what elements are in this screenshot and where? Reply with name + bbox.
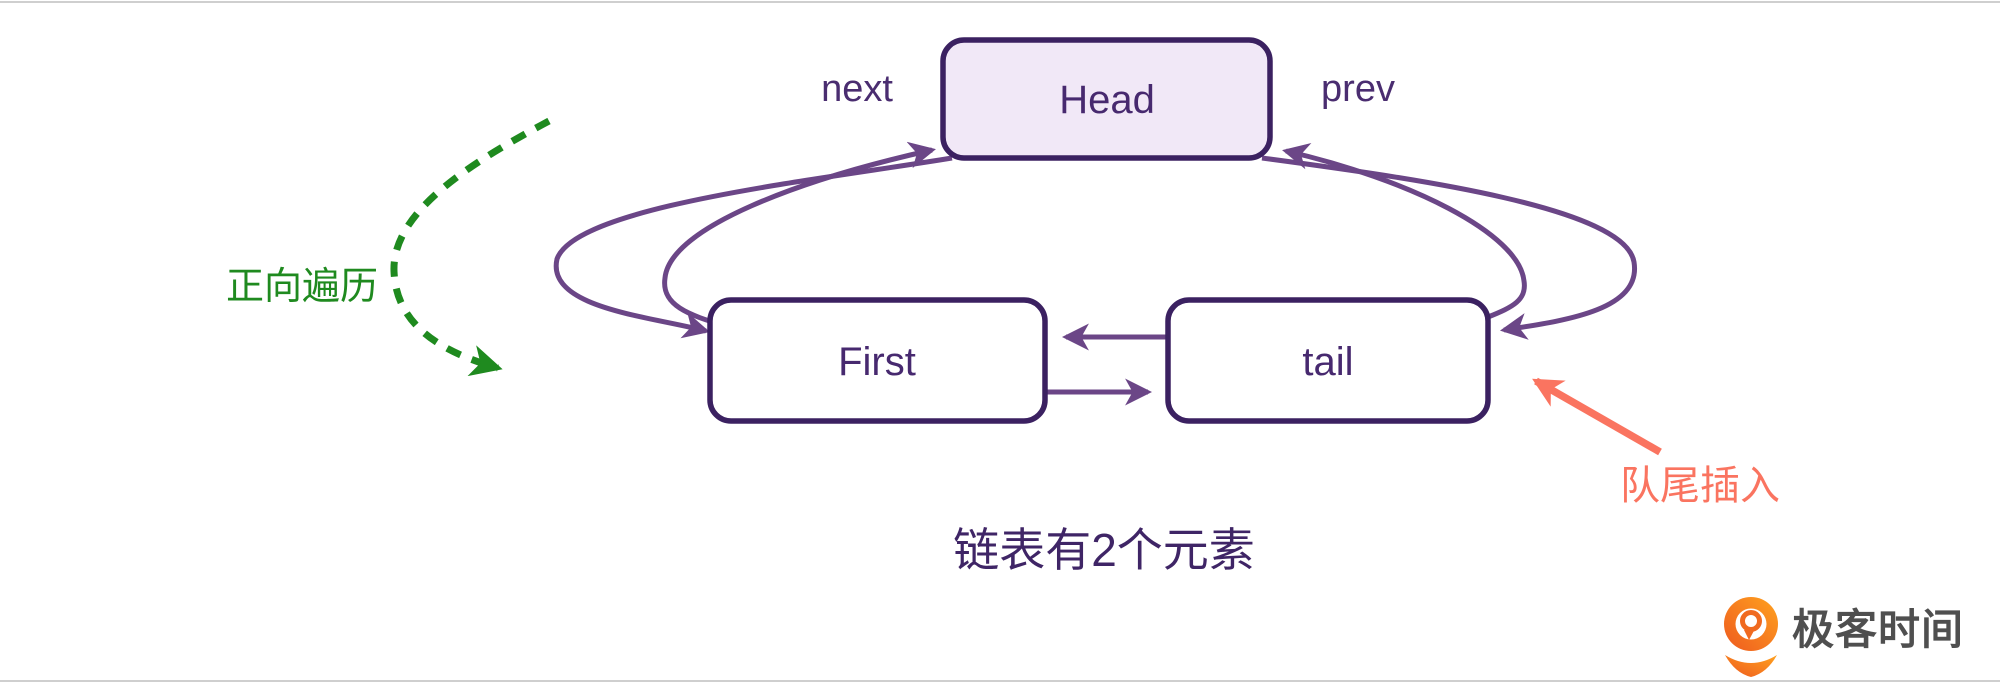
node-first — [707, 297, 1048, 424]
diagram-caption: 链表有2个元素 — [953, 524, 1255, 576]
geektime-logo-text: 极客时间 — [1792, 606, 1964, 653]
node-tail — [1165, 297, 1491, 424]
forward-traversal-label: 正向遍历 — [226, 266, 378, 308]
edge-first-to-head-arrow — [662, 141, 936, 329]
tail-insert-label: 队尾插入 — [1620, 464, 1780, 508]
forward-traversal-arrow — [390, 117, 551, 377]
edge-tail-to-head-arrow — [1282, 142, 1527, 320]
next-pointer-label: next — [821, 68, 893, 110]
logo-pin-needle — [1744, 627, 1756, 640]
geektime-logo-icon — [1724, 597, 1778, 677]
prev-pointer-label: prev — [1321, 68, 1395, 110]
node-head-label: Head — [1059, 78, 1155, 122]
node-tail-label: tail — [1302, 340, 1353, 384]
logo-pin-tail — [1725, 655, 1777, 677]
tail-insert-arrow — [1532, 377, 1662, 456]
pointer-labels: next prev — [821, 68, 1395, 110]
edge-head-to-tail-arrow — [1261, 155, 1637, 340]
nodes — [707, 37, 1491, 424]
pointer-edges — [553, 141, 1637, 406]
node-labels: Head First tail — [838, 78, 1353, 384]
node-first-label: First — [838, 340, 916, 384]
node-head — [940, 37, 1273, 161]
geektime-logo: 极客时间 — [1724, 597, 1964, 677]
